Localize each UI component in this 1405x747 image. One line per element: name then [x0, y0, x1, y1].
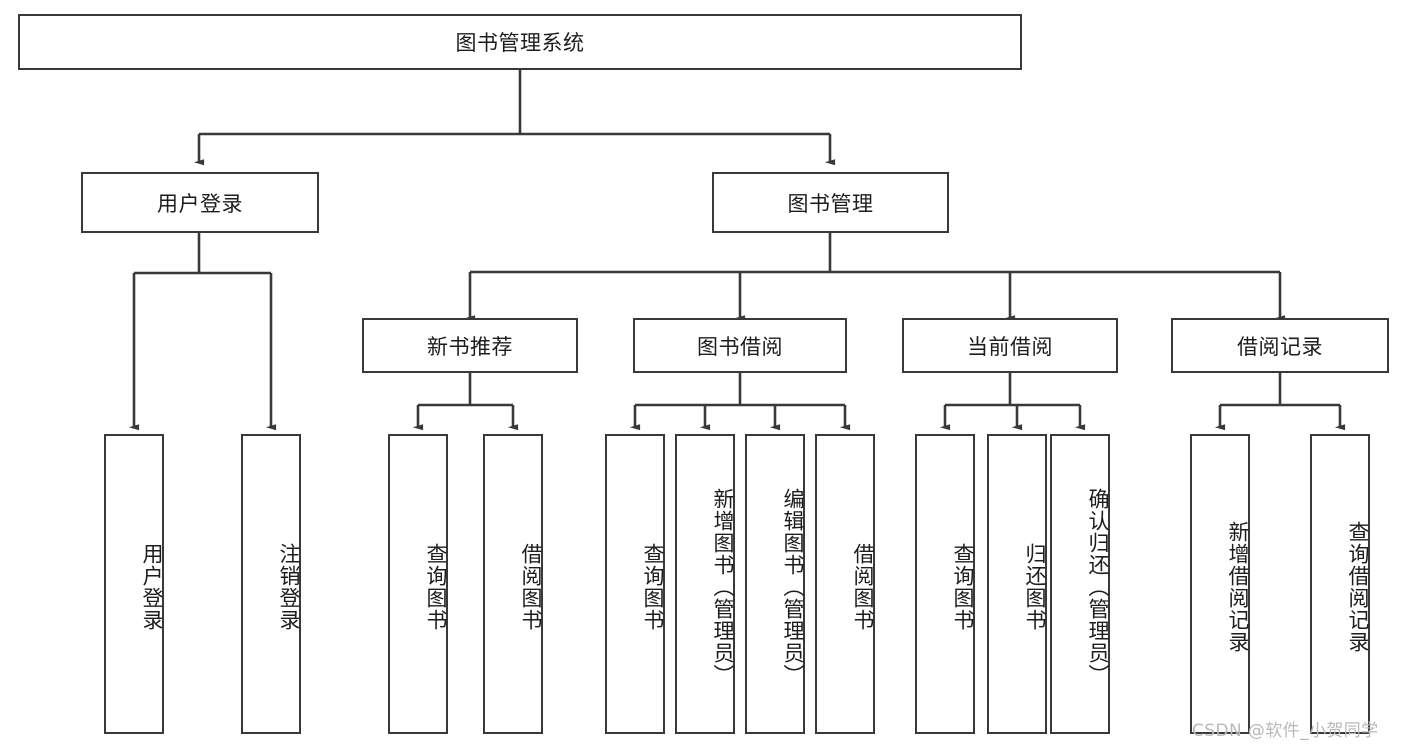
leaf-borrow-borrow-book[interactable]: 借阅图书 [815, 434, 875, 734]
leaf-label: 确认归还（管理员） [1086, 488, 1110, 686]
leaf-current-query-book[interactable]: 查询图书 [915, 434, 975, 734]
node-book-management[interactable]: 图书管理 [712, 172, 949, 233]
leaf-label: 查询图书 [424, 543, 448, 631]
node-root-label: 图书管理系统 [455, 31, 585, 55]
leaf-borrow-add-book-admin[interactable]: 新增图书（管理员） [675, 434, 735, 734]
leaf-label: 借阅图书 [519, 543, 543, 631]
leaf-label: 归还图书 [1023, 543, 1047, 631]
leaf-label: 查询借阅记录 [1346, 521, 1370, 653]
leaf-current-confirm-return-admin[interactable]: 确认归还（管理员） [1050, 434, 1110, 734]
leaf-label: 用户登录 [140, 543, 164, 631]
leaf-borrow-edit-book-admin[interactable]: 编辑图书（管理员） [745, 434, 805, 734]
node-root[interactable]: 图书管理系统 [18, 14, 1022, 70]
leaf-label: 查询图书 [951, 543, 975, 631]
leaf-new-book-borrow[interactable]: 借阅图书 [483, 434, 543, 734]
leaf-label: 查询图书 [641, 543, 665, 631]
leaf-new-book-query[interactable]: 查询图书 [388, 434, 448, 734]
leaf-label: 编辑图书（管理员） [781, 488, 805, 686]
node-current-borrow[interactable]: 当前借阅 [902, 318, 1118, 373]
node-new-book-recommend[interactable]: 新书推荐 [362, 318, 578, 373]
node-user-login-label: 用户登录 [157, 191, 243, 216]
leaf-borrow-query-book[interactable]: 查询图书 [605, 434, 665, 734]
node-borrow-record[interactable]: 借阅记录 [1171, 318, 1389, 373]
leaf-record-query[interactable]: 查询借阅记录 [1310, 434, 1370, 734]
leaf-label: 注销登录 [277, 543, 301, 631]
csdn-watermark: CSDN @软件_小贺同学 [1192, 721, 1379, 741]
leaf-current-return-book[interactable]: 归还图书 [987, 434, 1047, 734]
leaf-user-login-signin[interactable]: 用户登录 [104, 434, 164, 734]
node-book-borrow-label: 图书借阅 [697, 334, 783, 359]
leaf-user-login-signout[interactable]: 注销登录 [241, 434, 301, 734]
node-book-management-label: 图书管理 [787, 191, 874, 216]
node-user-login[interactable]: 用户登录 [81, 172, 319, 233]
node-borrow-record-label: 借阅记录 [1237, 334, 1323, 359]
node-current-borrow-label: 当前借阅 [967, 334, 1053, 359]
node-new-book-recommend-label: 新书推荐 [427, 334, 513, 359]
leaf-label: 新增图书（管理员） [711, 488, 735, 686]
leaf-label: 借阅图书 [851, 543, 875, 631]
leaf-record-add[interactable]: 新增借阅记录 [1190, 434, 1250, 734]
node-book-borrow[interactable]: 图书借阅 [633, 318, 847, 373]
leaf-label: 新增借阅记录 [1226, 521, 1250, 653]
